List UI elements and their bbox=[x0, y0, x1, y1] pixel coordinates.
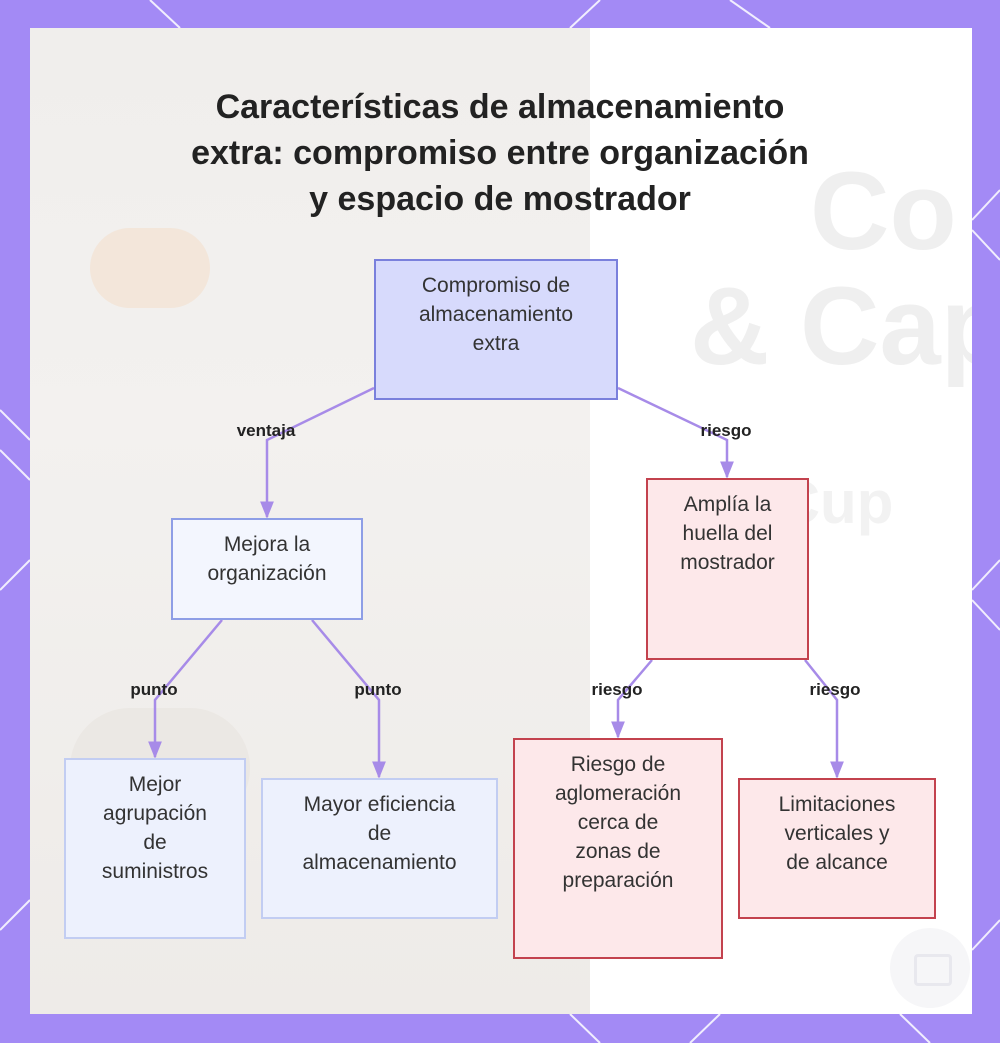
edge-label-risk: riesgo bbox=[809, 680, 860, 700]
node-text: almacenamiento bbox=[419, 300, 573, 329]
node-text: mostrador bbox=[680, 548, 775, 577]
edge-label-risk: riesgo bbox=[591, 680, 642, 700]
edge-footprint-to-limits bbox=[805, 660, 837, 777]
node-text: Limitaciones bbox=[779, 790, 896, 819]
node-text: de bbox=[102, 828, 208, 857]
node-text: de bbox=[302, 819, 456, 848]
node-text: Mejora la bbox=[207, 530, 326, 559]
node-text: huella del bbox=[680, 519, 775, 548]
node-text: Mayor eficiencia bbox=[302, 790, 456, 819]
node-text: Mejor bbox=[102, 770, 208, 799]
node-text: zonas de bbox=[555, 837, 681, 866]
node-improves-organization: Mejora la organización bbox=[171, 518, 363, 620]
node-text: preparación bbox=[555, 866, 681, 895]
node-text: Riesgo de bbox=[555, 750, 681, 779]
node-text: suministros bbox=[102, 857, 208, 886]
edge-label-point: punto bbox=[354, 680, 401, 700]
node-text: cerca de bbox=[555, 808, 681, 837]
node-better-grouping: Mejor agrupación de suministros bbox=[64, 758, 246, 939]
edge-root-to-organization bbox=[267, 388, 374, 517]
node-text: organización bbox=[207, 559, 326, 588]
node-storage-efficiency: Mayor eficiencia de almacenamiento bbox=[261, 778, 498, 919]
edge-label-risk: riesgo bbox=[700, 421, 751, 441]
edge-label-point: punto bbox=[130, 680, 177, 700]
node-text: verticales y bbox=[779, 819, 896, 848]
node-expands-footprint: Amplía la huella del mostrador bbox=[646, 478, 809, 660]
node-storage-compromise: Compromiso de almacenamiento extra bbox=[374, 259, 618, 400]
node-text: agrupación bbox=[102, 799, 208, 828]
node-crowding-risk: Riesgo de aglomeración cerca de zonas de… bbox=[513, 738, 723, 959]
node-text: aglomeración bbox=[555, 779, 681, 808]
node-text: extra bbox=[419, 329, 573, 358]
node-text: Compromiso de bbox=[419, 271, 573, 300]
node-text: almacenamiento bbox=[302, 848, 456, 877]
edge-label-advantage: ventaja bbox=[237, 421, 296, 441]
node-text: de alcance bbox=[779, 848, 896, 877]
node-text: Amplía la bbox=[680, 490, 775, 519]
node-reach-limits: Limitaciones verticales y de alcance bbox=[738, 778, 936, 919]
